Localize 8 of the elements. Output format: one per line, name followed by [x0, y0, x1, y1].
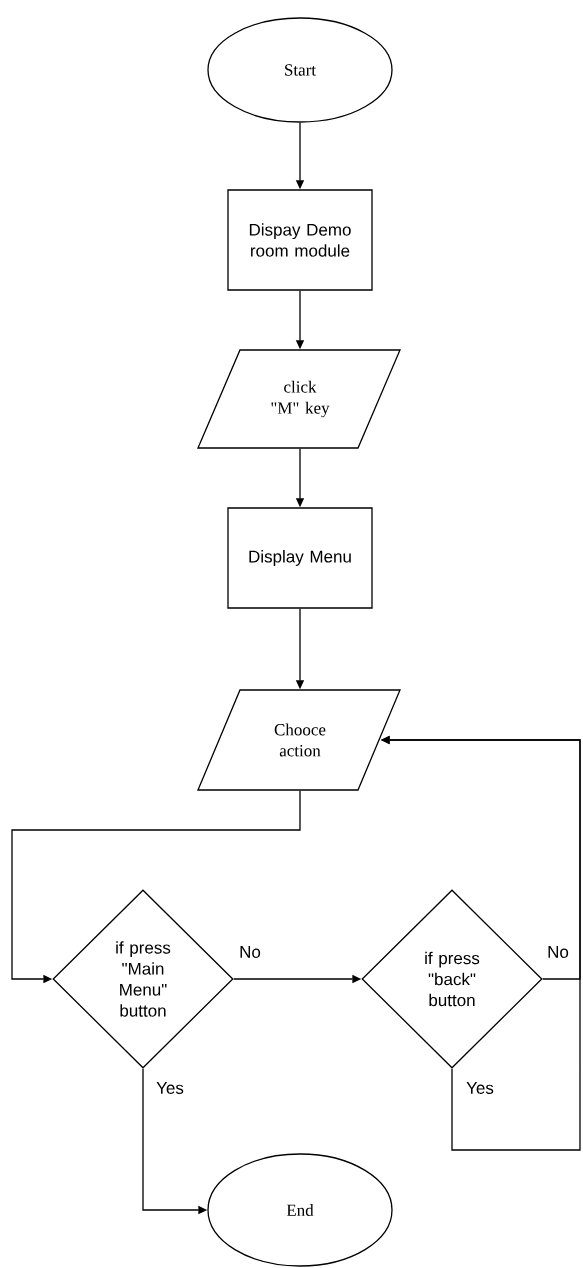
edge-label: No — [546, 945, 570, 959]
process-box: Display Menu — [227, 507, 373, 609]
edge-label: Yes — [465, 1081, 495, 1095]
input-parallelogram: click "M" key — [197, 349, 401, 449]
process-box: Dispay Demo room module — [227, 189, 373, 291]
input-parallelogram: Chooce action — [197, 689, 401, 791]
edge-label: No — [238, 945, 262, 959]
edge-label: Yes — [155, 1081, 185, 1095]
